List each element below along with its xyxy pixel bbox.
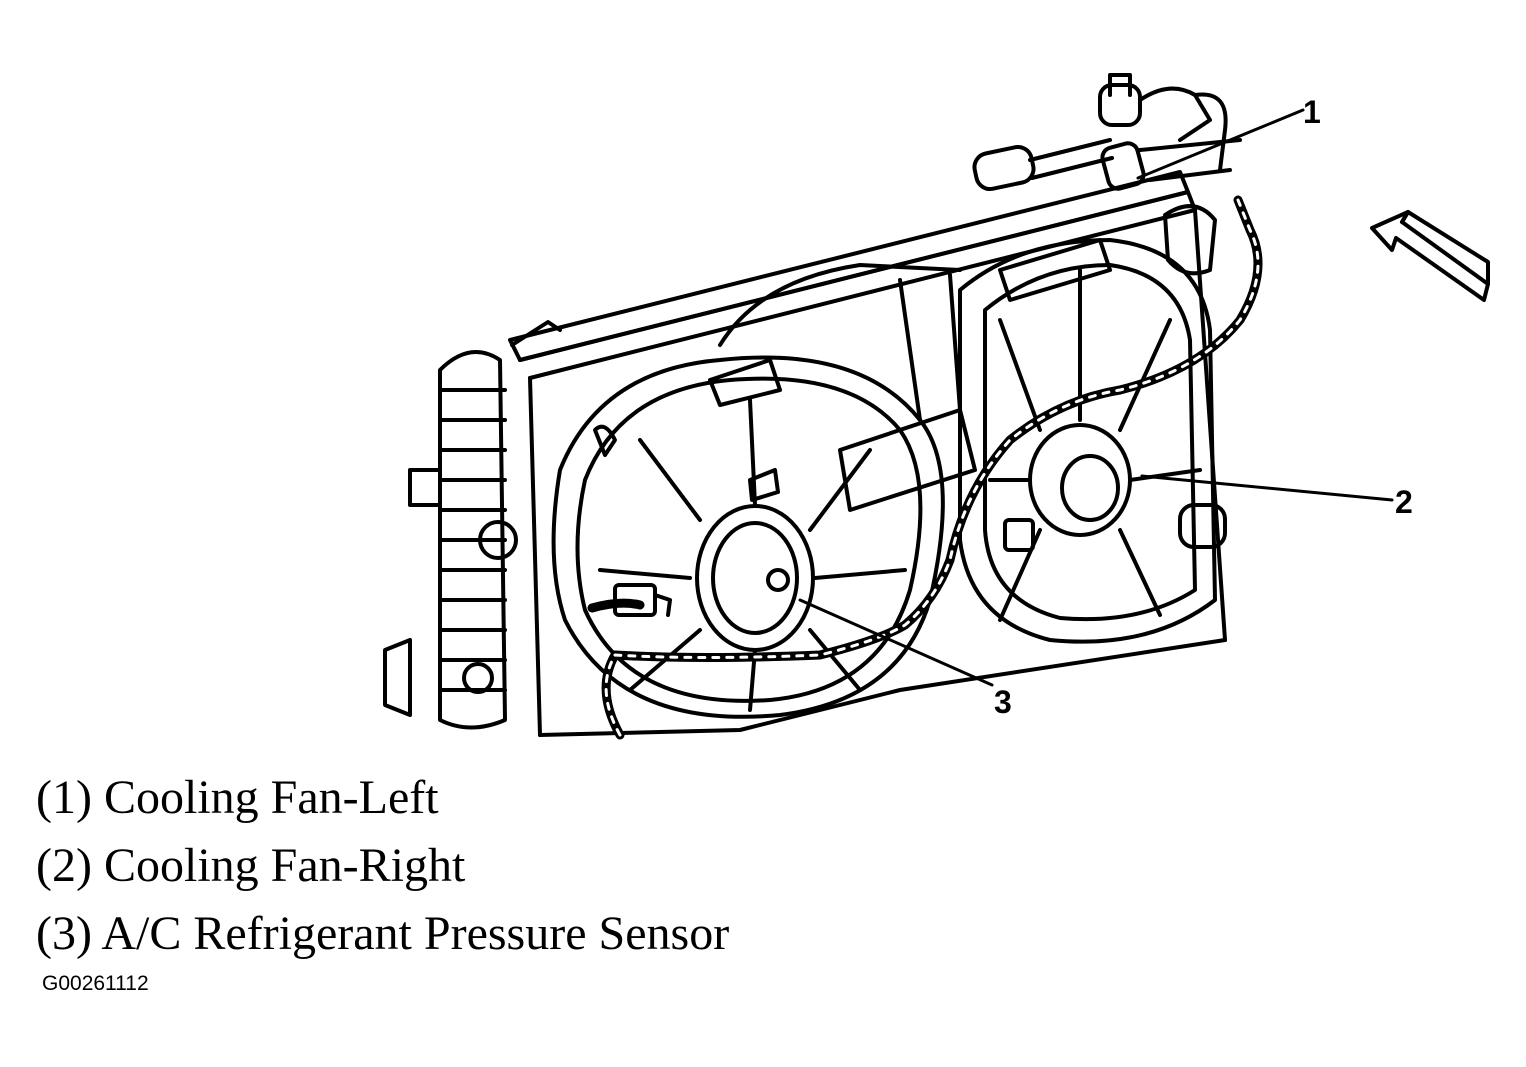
legend-item-ac-pressure-sensor: (3) A/C Refrigerant Pressure Sensor — [36, 907, 730, 960]
left-side-tank — [383, 350, 518, 730]
front-direction-arrow-icon — [1370, 210, 1490, 302]
figure-code: G00261112 — [42, 972, 149, 995]
legend-item-cooling-fan-right: (2) Cooling Fan-Right — [36, 839, 466, 892]
wiring-harness-inner — [604, 198, 1260, 737]
leader-line-3 — [798, 598, 994, 687]
fan-assembly-illustration — [383, 73, 1490, 740]
leader-line-2 — [1140, 474, 1394, 502]
legend-item-cooling-fan-left: (1) Cooling Fan-Left — [36, 771, 439, 824]
callout-number-3: 3 — [994, 684, 1012, 720]
upper-hose-fittings — [972, 73, 1242, 192]
callout-leaders — [798, 108, 1394, 687]
leader-line-1 — [1136, 108, 1305, 180]
right-fan — [958, 204, 1227, 644]
left-fan — [551, 355, 945, 719]
callout-number-2: 2 — [1395, 484, 1413, 520]
center-shroud — [718, 263, 977, 512]
pressure-sensor-connector — [613, 518, 1035, 617]
callout-number-1: 1 — [1303, 94, 1321, 130]
callout-legend: (1) Cooling Fan-Left (2) Cooling Fan-Rig… — [36, 770, 729, 974]
